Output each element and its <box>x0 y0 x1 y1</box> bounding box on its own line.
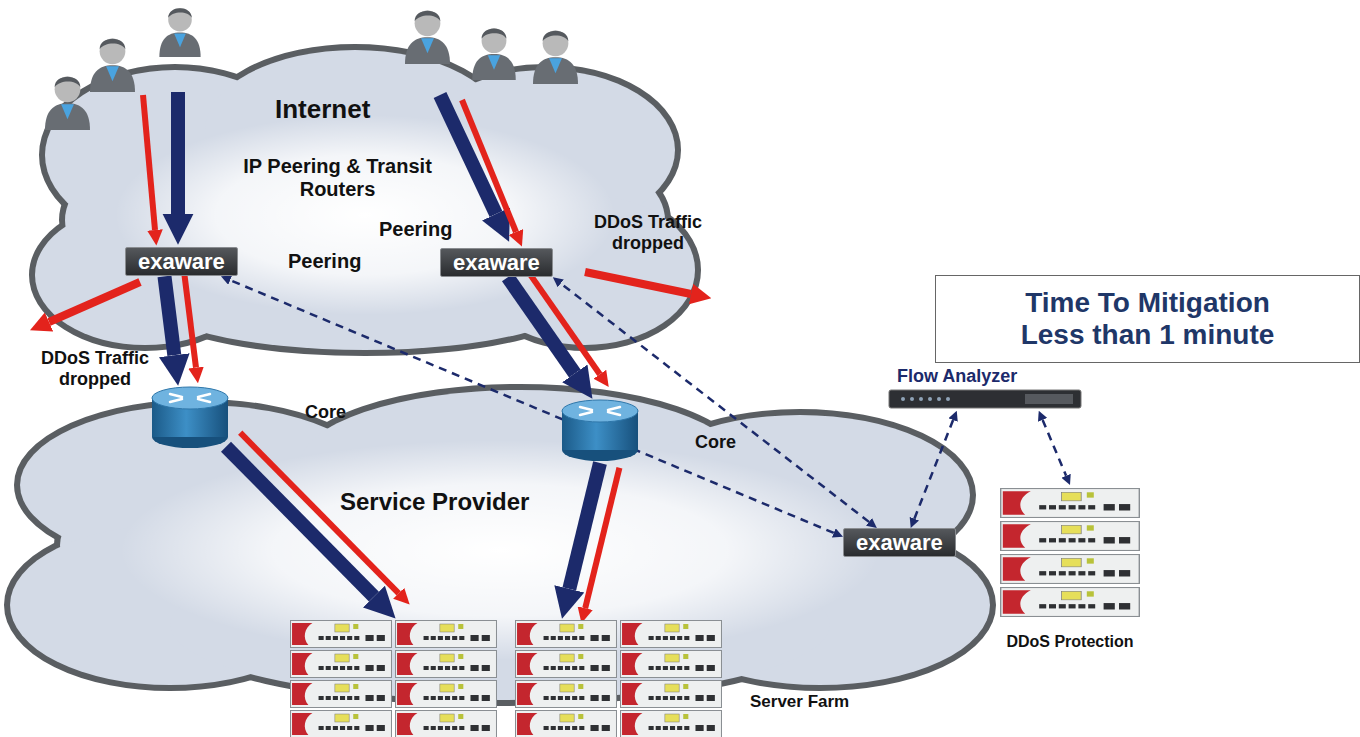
text-slot: Peering <box>288 250 361 273</box>
cloud-glow <box>115 115 615 315</box>
server-appliance <box>396 681 497 708</box>
analyzer-device <box>885 387 1090 411</box>
server-appliance <box>396 651 497 678</box>
user-icon <box>472 28 516 80</box>
network-cloud: CoreCoreexawareService Provider <box>0 375 1005 710</box>
node-label: Flow Analyzer <box>897 366 1090 387</box>
text-slot: Service Provider <box>340 488 529 516</box>
text-slot: IP Peering & Transit Routers <box>225 155 450 201</box>
router-symbol <box>150 385 230 450</box>
server-appliance <box>516 711 617 737</box>
cloud-glow <box>120 440 880 660</box>
text-slot: Flow Analyzer <box>885 366 1090 387</box>
text-slot: exaware <box>453 250 540 275</box>
node-label: Peering <box>379 218 452 241</box>
server-appliance <box>516 681 617 708</box>
router-symbol <box>560 398 640 463</box>
exaware-device: exaware <box>843 528 956 557</box>
user-icon <box>405 10 450 64</box>
network-cloud: exawarePeeringexawarePeeringInternetIP P… <box>25 35 705 355</box>
appliance-stack <box>995 485 1145 621</box>
text-slot: Core <box>695 432 736 453</box>
node-label: exaware <box>453 250 540 275</box>
core-router: Core <box>150 385 230 450</box>
text-slot: Server Farm <box>750 692 849 712</box>
server-appliance <box>621 681 722 708</box>
server-appliance <box>291 621 392 648</box>
note-label: DDoS Traffic dropped <box>15 348 175 389</box>
node-label: Internet <box>275 95 370 125</box>
legit-traffic-path <box>165 276 175 355</box>
legit-traffic-arrow <box>171 92 185 214</box>
text-slot: exaware <box>138 249 225 274</box>
user-icon <box>90 38 135 92</box>
server-appliance <box>621 651 722 678</box>
note-label: DDoS Traffic dropped <box>578 212 718 253</box>
node-label: Peering <box>288 250 361 273</box>
text-slot: Internet <box>275 95 370 125</box>
dashed-link-path <box>1043 420 1066 476</box>
ddos-appliance-stack: DDoS Protection <box>995 485 1145 651</box>
server-farm: Server Farm <box>285 618 725 737</box>
node-label: Core <box>695 432 736 453</box>
node-label: DDoS Protection <box>1006 633 1133 651</box>
text-slot: exaware <box>856 530 943 555</box>
callout-box: Time To Mitigation Less than 1 minute <box>935 275 1360 363</box>
server-appliance <box>621 621 722 648</box>
node-label: exaware <box>856 530 943 555</box>
text-slot: DDoS Traffic dropped <box>578 212 718 253</box>
server-appliance <box>291 711 392 737</box>
node-label: Core <box>305 402 346 423</box>
text-slot: DDoS Protection <box>1006 633 1133 651</box>
node-label: Server Farm <box>750 692 849 712</box>
node-label: Time To Mitigation Less than 1 minute <box>998 287 1298 351</box>
ddos-appliance <box>1001 489 1140 518</box>
server-appliance <box>396 711 497 737</box>
ddos-appliance <box>1001 522 1140 551</box>
text-slot: Core <box>305 402 346 423</box>
text-slot: Time To Mitigation Less than 1 minute <box>998 287 1298 351</box>
ddos-appliance <box>1001 588 1140 617</box>
server-appliance <box>621 711 722 737</box>
ddos-appliance <box>1001 555 1140 584</box>
server-appliance <box>396 621 497 648</box>
server-appliance <box>516 621 617 648</box>
node-label: exaware <box>138 249 225 274</box>
server-appliance <box>291 681 392 708</box>
server-appliance <box>291 651 392 678</box>
exaware-device: exawarePeering <box>125 247 238 276</box>
text-slot: DDoS Traffic dropped <box>15 348 175 389</box>
exaware-device: exawarePeering <box>440 248 553 277</box>
server-stack <box>285 618 725 737</box>
flow-analyzer: Flow Analyzer <box>885 366 1090 411</box>
server-appliance <box>516 651 617 678</box>
control-link <box>1043 420 1066 476</box>
text-slot: Peering <box>379 218 452 241</box>
node-label: Service Provider <box>340 488 529 516</box>
core-router: Core <box>560 398 640 463</box>
node-label: IP Peering & Transit Routers <box>225 155 450 201</box>
user-icon <box>159 8 200 57</box>
user-icon <box>533 30 578 84</box>
